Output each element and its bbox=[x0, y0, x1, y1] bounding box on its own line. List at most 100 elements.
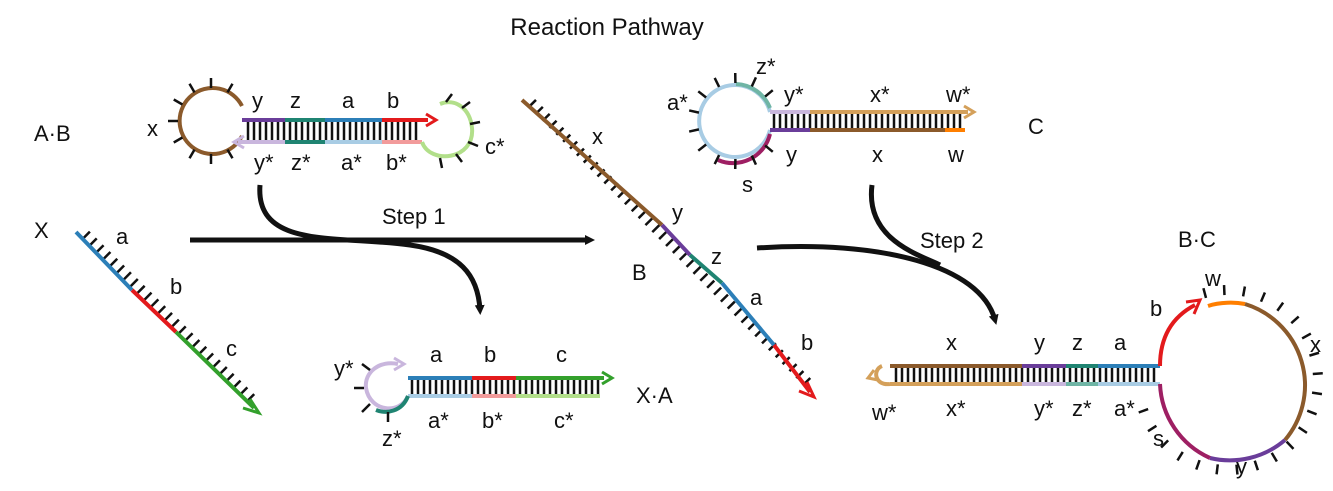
nucleotide-tick bbox=[706, 279, 716, 289]
bc-complex: x y z a b w x w* x* y* z* a* s y bbox=[865, 266, 1323, 479]
ab-label-as: a* bbox=[341, 150, 362, 175]
bc-label-zs: z* bbox=[1072, 396, 1092, 421]
b-strand-z bbox=[688, 253, 724, 285]
c-label-y: y bbox=[786, 142, 797, 167]
ab-cs-loop-ticks bbox=[438, 93, 481, 169]
ab-label-cs: c* bbox=[485, 134, 505, 159]
nucleotide-tick bbox=[173, 136, 184, 144]
nucleotide-tick bbox=[1285, 440, 1295, 450]
nucleotide-tick bbox=[719, 293, 729, 303]
nucleotide-tick bbox=[1312, 372, 1323, 376]
xa-label-b: b bbox=[484, 342, 496, 367]
c-top-arrowhead bbox=[963, 104, 977, 120]
label-xa-complex: X·A bbox=[636, 383, 673, 408]
label-step-2: Step 2 bbox=[920, 228, 984, 253]
ab-label-y: y bbox=[252, 88, 263, 113]
bc-label-a: a bbox=[1114, 330, 1127, 355]
ab-label-z: z bbox=[290, 88, 301, 113]
nucleotide-tick bbox=[109, 257, 119, 267]
nucleotide-tick bbox=[713, 286, 722, 296]
nucleotide-tick bbox=[102, 251, 112, 260]
b-label-z: z bbox=[711, 244, 722, 269]
ab-label-zs: z* bbox=[291, 150, 311, 175]
step-2-main-arrow bbox=[756, 244, 999, 325]
xa-zs-loop bbox=[375, 395, 410, 414]
bc-label-y: y bbox=[1034, 330, 1045, 355]
c-label-ys: y* bbox=[784, 82, 804, 107]
step-1-branch-arrow bbox=[257, 184, 485, 315]
c-zs-loop-arc bbox=[735, 82, 772, 109]
c-as-loop bbox=[697, 83, 772, 159]
nucleotide-tick bbox=[188, 148, 196, 159]
bc-base-pairs bbox=[894, 366, 1156, 384]
xa-label-a: a bbox=[430, 342, 443, 367]
ab-base-pairs bbox=[246, 120, 418, 142]
nucleotide-tick bbox=[164, 312, 173, 321]
bc-label-y-loop: y bbox=[1236, 454, 1247, 479]
nucleotide-tick bbox=[212, 359, 221, 369]
ab-top-arrowhead bbox=[425, 112, 439, 128]
nucleotide-tick bbox=[173, 98, 184, 106]
nucleotide-tick bbox=[95, 244, 105, 254]
nucleotide-tick bbox=[750, 155, 758, 166]
nucleotide-tick bbox=[665, 238, 674, 247]
nucleotide-tick bbox=[170, 318, 180, 328]
label-c-complex: C bbox=[1028, 114, 1044, 139]
ab-label-bs: b* bbox=[386, 150, 407, 175]
c-label-xs: x* bbox=[870, 82, 890, 107]
label-bc-complex: B·C bbox=[1178, 227, 1216, 252]
nucleotide-tick bbox=[713, 77, 721, 88]
c-loop-ticks bbox=[688, 72, 774, 170]
c-s-loop-arc bbox=[717, 133, 772, 166]
bc-label-x-loop: x bbox=[1310, 332, 1321, 357]
xa-label-as: a* bbox=[428, 408, 449, 433]
c-complex: z* a* y* x* w* y x w s bbox=[667, 54, 977, 197]
nucleotide-tick bbox=[198, 345, 208, 355]
nucleotide-tick bbox=[129, 278, 139, 288]
nucleotide-tick bbox=[1306, 409, 1318, 416]
ab-label-b: b bbox=[387, 88, 399, 113]
xa-label-zs: z* bbox=[382, 426, 402, 451]
bc-label-x: x bbox=[946, 330, 957, 355]
nucleotide-tick bbox=[1276, 301, 1285, 312]
nucleotide-tick bbox=[1176, 451, 1184, 462]
nucleotide-tick bbox=[191, 339, 201, 348]
nucleotide-tick bbox=[184, 332, 194, 342]
bc-label-z: z bbox=[1072, 330, 1083, 355]
nucleotide-tick bbox=[116, 264, 125, 274]
nucleotide-tick bbox=[226, 83, 234, 94]
bc-label-as: a* bbox=[1114, 396, 1135, 421]
ab-complex: x y z a b y* z* a* b* c* bbox=[147, 78, 505, 175]
nucleotide-tick bbox=[1147, 424, 1158, 433]
bc-label-w: w bbox=[1204, 266, 1221, 291]
nucleotide-tick bbox=[1297, 426, 1308, 434]
nucleotide-tick bbox=[699, 272, 709, 282]
bc-loop-x bbox=[1244, 302, 1307, 442]
nucleotide-tick bbox=[1290, 315, 1300, 325]
b-label-y: y bbox=[672, 200, 683, 225]
nucleotide-tick bbox=[123, 271, 132, 281]
b-label-a: a bbox=[750, 285, 763, 310]
nucleotide-tick bbox=[733, 307, 743, 317]
nucleotide-tick bbox=[218, 366, 228, 376]
nucleotide-tick bbox=[658, 231, 668, 240]
xa-label-ys: y* bbox=[334, 356, 354, 381]
nucleotide-tick bbox=[188, 83, 196, 94]
bc-ws-arrowhead bbox=[865, 369, 879, 382]
nucleotide-tick bbox=[688, 109, 700, 114]
nucleotide-tick bbox=[1195, 459, 1201, 470]
step-2-branch-arrow bbox=[868, 184, 942, 268]
nucleotide-tick bbox=[1311, 391, 1323, 396]
c-label-x: x bbox=[872, 142, 883, 167]
xa-ys-loop bbox=[363, 361, 410, 411]
xa-complex: a b c y* z* a* b* c* bbox=[334, 342, 615, 451]
x-label-a: a bbox=[116, 224, 129, 249]
bc-loop-b bbox=[1158, 303, 1196, 367]
nucleotide-tick bbox=[1309, 351, 1320, 357]
b-strand-y bbox=[660, 223, 692, 257]
nucleotide-tick bbox=[136, 284, 146, 294]
xa-label-cs: c* bbox=[554, 408, 574, 433]
nucleotide-tick bbox=[1253, 460, 1260, 471]
